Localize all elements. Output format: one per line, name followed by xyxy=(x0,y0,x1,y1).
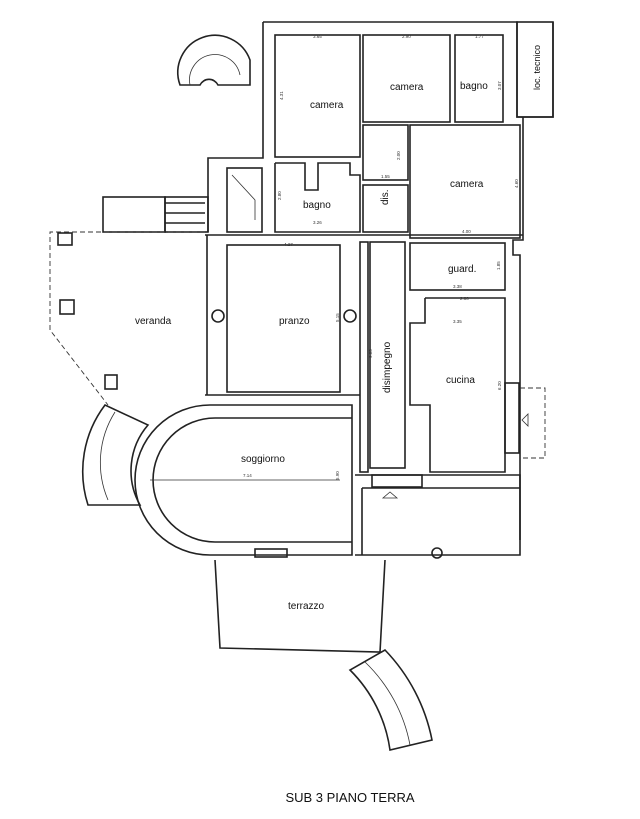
room-guardaroba: guard. xyxy=(448,264,476,275)
dim: 6.20 xyxy=(497,381,502,390)
room-pranzo: pranzo xyxy=(279,316,310,327)
room-disimpegno: disimpegno xyxy=(382,341,393,393)
room-camera-1: camera xyxy=(310,100,344,111)
plan-title: SUB 3 PIANO TERRA xyxy=(285,790,415,805)
dim: 7.14 xyxy=(243,473,252,478)
dim: 1.85 xyxy=(496,261,501,270)
dim: 3.65 xyxy=(313,34,322,39)
dim: 2.80 xyxy=(460,296,469,301)
room-bagno-1: bagno xyxy=(460,81,488,92)
room-bagno-2: bagno xyxy=(303,200,331,211)
room-loc-tecnico: loc. tecnico xyxy=(532,45,542,90)
dim: 3.07 xyxy=(497,81,502,90)
dim: 3.35 xyxy=(453,319,462,324)
dim: 3.38 xyxy=(453,284,462,289)
dim: 4.31 xyxy=(279,91,284,100)
dim: 1.77 xyxy=(475,34,484,39)
room-camera-2: camera xyxy=(390,82,424,93)
dim: 9.85 xyxy=(368,349,373,358)
dim: 4.27 xyxy=(284,242,293,247)
room-veranda: veranda xyxy=(135,316,172,327)
stairs xyxy=(81,34,433,751)
room-cucina: cucina xyxy=(446,375,475,386)
room-camera-3: camera xyxy=(450,179,484,190)
dim: 3.26 xyxy=(313,220,322,225)
dim: 2.80 xyxy=(277,191,282,200)
dim: 2.90 xyxy=(402,34,411,39)
dim: 5.15 xyxy=(335,313,340,322)
dim: 4.00 xyxy=(462,229,471,234)
room-dis: dis. xyxy=(380,189,391,205)
dim: 4.60 xyxy=(514,179,519,188)
walls xyxy=(57,21,554,559)
dim: 1.55 xyxy=(381,174,390,179)
veranda-outline xyxy=(49,231,205,406)
soggiorno-walls xyxy=(134,404,353,558)
terrazzo-outline xyxy=(214,559,386,653)
dim: 2.00 xyxy=(396,151,401,160)
room-soggiorno: soggiorno xyxy=(241,454,285,465)
room-terrazzo: terrazzo xyxy=(288,601,325,612)
dim: 5.90 xyxy=(335,471,340,480)
